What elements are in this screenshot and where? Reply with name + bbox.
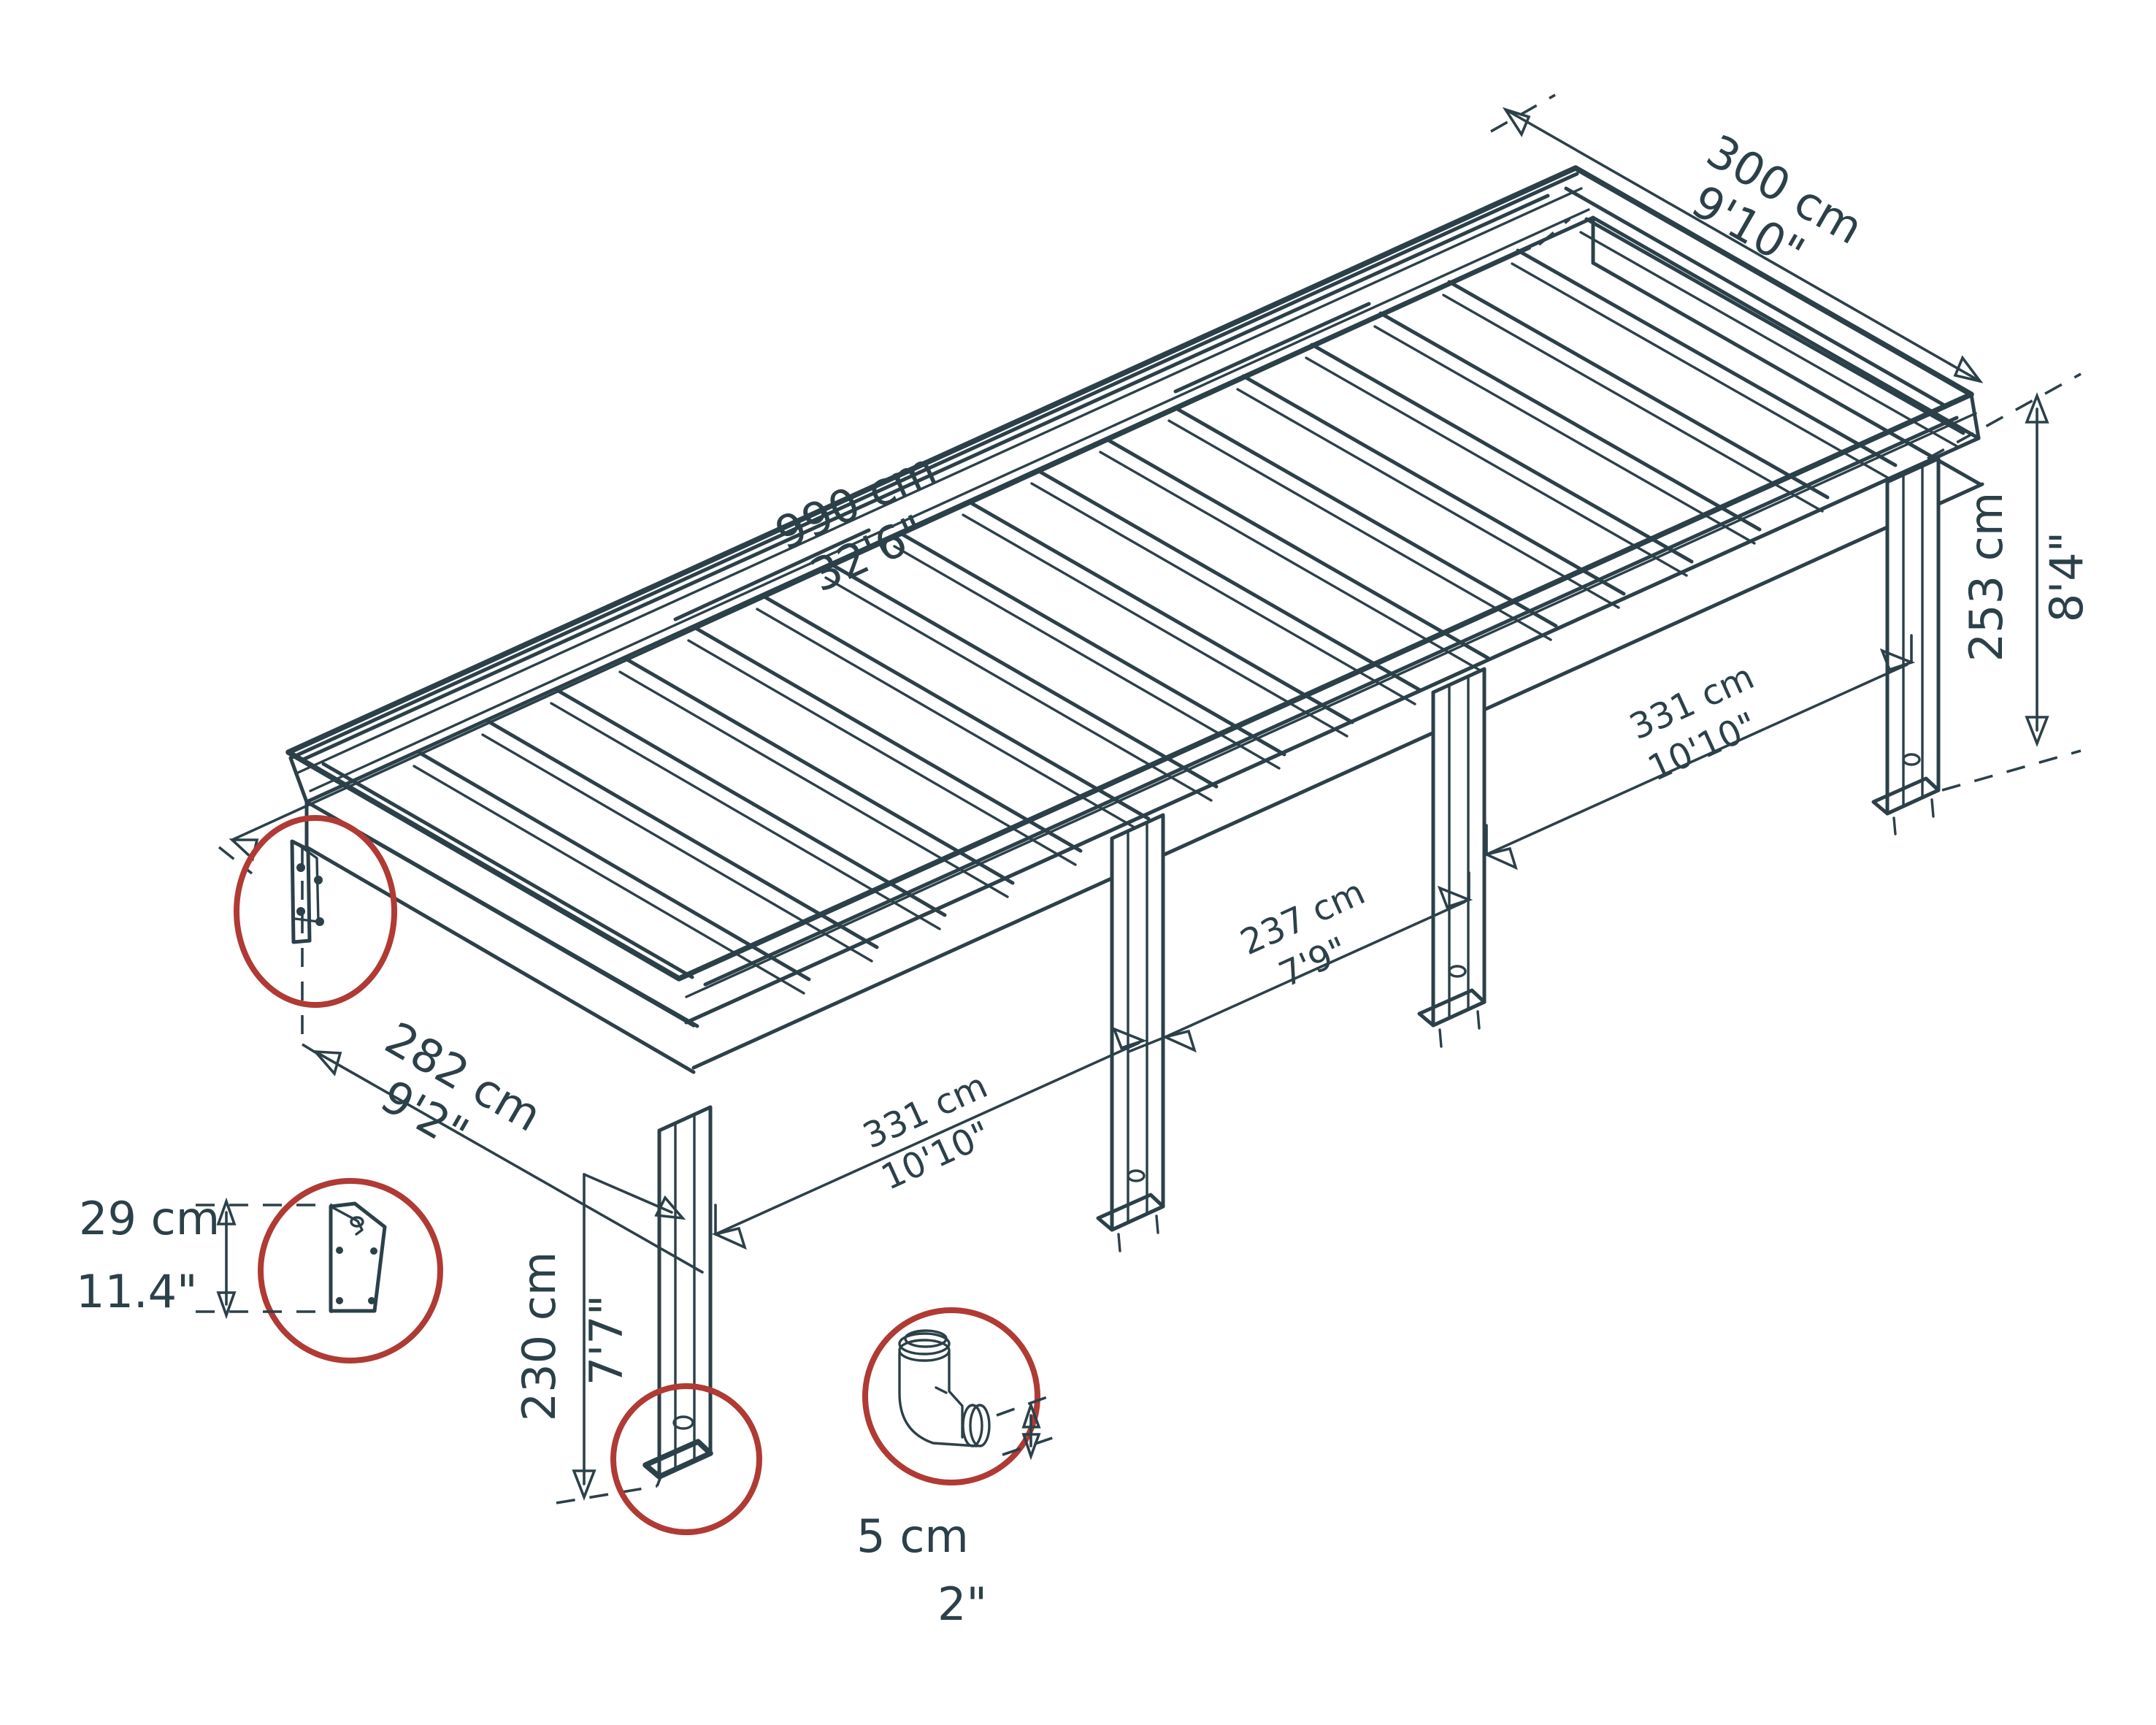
arrow-head-icon — [1021, 1433, 1041, 1461]
arrow-head-icon — [711, 1226, 747, 1250]
left-end-beam-mid — [342, 822, 695, 1028]
front-beam-edge-b — [296, 187, 1583, 774]
arrow-head-icon — [654, 1195, 686, 1220]
dimension-bay-left — [711, 1026, 1148, 1250]
dimension-roof-width — [1490, 93, 1984, 383]
detail-drain-elbow — [862, 1307, 1064, 1485]
arrow-head-icon — [1953, 355, 1984, 383]
detail-wall-bracket — [196, 1178, 443, 1363]
roof-fascia-front-bot — [304, 215, 1595, 804]
base-plate — [1417, 988, 1486, 1028]
callout-base-plate-on-structure — [610, 1383, 762, 1535]
detail-bracket-cm: 29 cm — [79, 1192, 220, 1245]
dim-front-height-in: 7'7" — [580, 1295, 633, 1385]
arrow-head-icon — [2025, 716, 2049, 747]
wall-bracket-icon — [329, 1201, 387, 1313]
dimension-bay-right — [1482, 634, 1916, 871]
detail-drain-cm: 5 cm — [856, 1510, 969, 1563]
dimension-front-depth — [301, 847, 704, 1274]
arrow-head-icon — [312, 1049, 342, 1076]
detail-circle-bracket — [258, 1178, 443, 1363]
post-right-rear — [1871, 456, 1941, 835]
arrow-head-icon — [572, 1469, 596, 1501]
roof-frame-inner-right — [703, 416, 1959, 987]
rear-beam-edge-b — [685, 412, 1977, 998]
arrow-head-icon — [1161, 1029, 1197, 1053]
post-group — [642, 456, 1941, 1480]
roof-frame-inner-left — [301, 194, 1550, 762]
dim-front-height-cm: 230 cm — [513, 1252, 566, 1422]
roof-assembly — [285, 165, 1984, 1074]
purlin-splice-2 — [673, 528, 871, 621]
arrow-head-icon — [1879, 648, 1916, 672]
rear-beam-band-bot — [691, 482, 1984, 1070]
arrow-head-icon — [216, 1291, 237, 1320]
arrow-head-icon — [1021, 1401, 1041, 1428]
dimension-bay-mid — [1127, 871, 1473, 1053]
detail-circle-drain — [862, 1307, 1040, 1485]
roof-fascia-right-end — [1969, 392, 1981, 440]
callout-circle — [610, 1383, 762, 1535]
front-beam-edge-c — [309, 208, 1590, 792]
arrow-head-icon — [1111, 1026, 1148, 1050]
left-end-beam-bot — [304, 845, 696, 1074]
wall-bracket-icon — [290, 839, 324, 944]
post-mid-right — [1417, 667, 1486, 1048]
right-end-beam-top — [1591, 215, 1981, 440]
dimension-rear-post-height — [1927, 372, 2082, 792]
base-plate — [1871, 776, 1941, 816]
dim-rear-height-in: 8'4" — [2040, 532, 2093, 622]
detail-drain-in: 2" — [937, 1577, 987, 1631]
dim-rear-height-cm: 253 cm — [1960, 492, 2013, 662]
roof-fascia-right-top — [677, 392, 1973, 981]
rear-beam-band-top — [684, 436, 1981, 1025]
arrow-head-icon — [1502, 107, 1531, 137]
callout-circle — [234, 815, 397, 1008]
arrow-head-icon — [1482, 846, 1518, 871]
arrow-head-icon — [2025, 392, 2049, 424]
roof-frame-inner-bottom — [321, 762, 694, 979]
callout-wall-bracket-on-structure — [234, 815, 397, 1008]
roof-frame-inner-top — [1564, 186, 1948, 408]
arrow-head-icon — [1437, 885, 1473, 909]
roof-fascia-left-end — [288, 756, 309, 804]
base-plate — [642, 1439, 713, 1480]
detail-bracket-in: 11.4" — [76, 1265, 198, 1318]
purlin-splice-1 — [1173, 302, 1371, 394]
right-end-beam-bot — [1591, 261, 1982, 486]
roof-fascia-front-top — [288, 172, 1579, 760]
post-mid-left — [1096, 813, 1165, 1252]
post-front-left — [642, 1105, 713, 1480]
drain-elbow-icon — [898, 1329, 991, 1447]
base-plate — [1096, 1193, 1165, 1232]
dimension-front-post-height — [556, 1173, 686, 1504]
front-beam-edge-a — [286, 166, 1578, 754]
arrow-head-icon — [216, 1197, 237, 1225]
